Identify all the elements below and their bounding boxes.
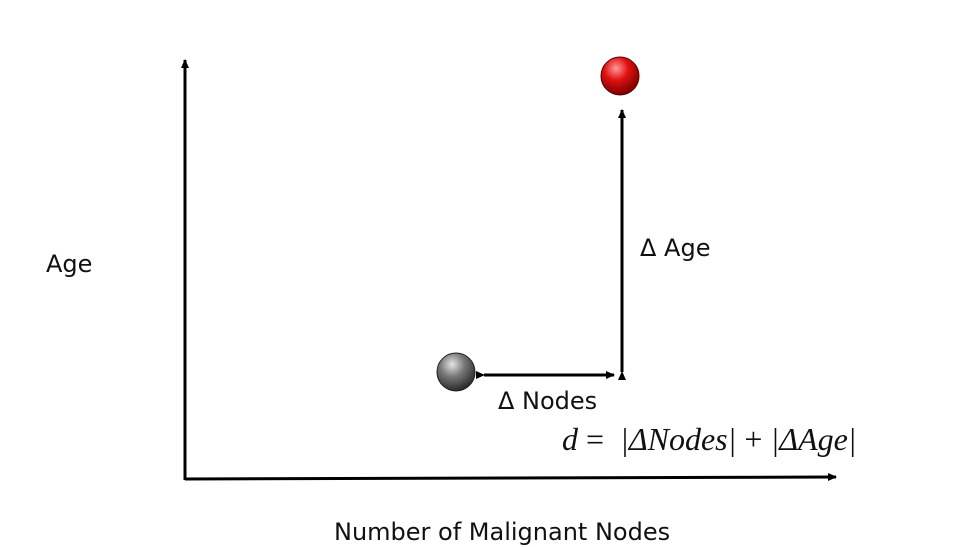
neighbor-point xyxy=(436,352,476,392)
distance-formula: d = |ΔNodes| + |ΔAge| xyxy=(562,421,857,457)
x-axis xyxy=(184,473,837,482)
formula-equals: = xyxy=(578,421,620,457)
formula-d: d xyxy=(562,421,579,457)
query-point xyxy=(600,56,640,96)
delta-nodes-label: Δ Nodes xyxy=(498,387,597,415)
delta-age-label: Δ Age xyxy=(640,234,710,262)
x-axis-label: Number of Malignant Nodes xyxy=(334,518,670,546)
formula-age-term: |ΔAge| xyxy=(770,421,856,457)
y-axis-label: Age xyxy=(46,250,92,278)
formula-nodes-term: |ΔNodes| xyxy=(620,421,736,457)
formula-plus: + xyxy=(736,421,770,457)
